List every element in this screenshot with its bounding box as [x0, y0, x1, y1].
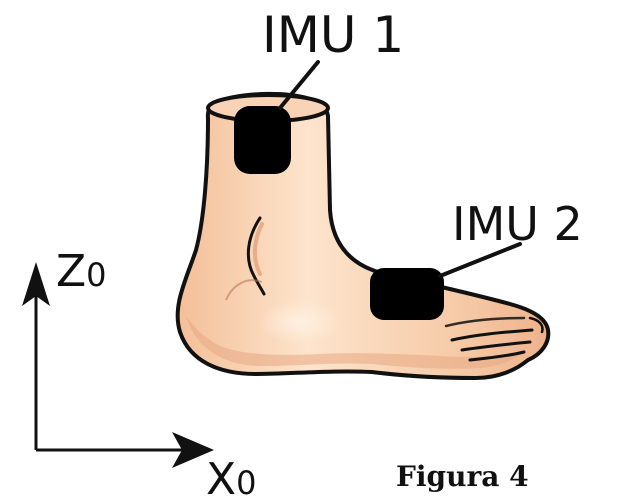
z-axis-subscript: 0	[86, 256, 106, 294]
x-axis-label: X0	[206, 454, 257, 498]
imu1-sensor	[234, 106, 291, 174]
figure-caption: Figura 4	[396, 460, 529, 493]
imu2-label: IMU 2	[452, 197, 583, 251]
x-axis-subscript: 0	[236, 464, 256, 498]
imu1-label: IMU 1	[262, 6, 404, 64]
z-axis-letter: Z	[56, 246, 86, 297]
heel-highlight	[258, 300, 342, 344]
x-axis-letter: X	[206, 454, 236, 498]
z-axis-label: Z0	[56, 246, 107, 297]
imu2-sensor	[370, 268, 444, 320]
